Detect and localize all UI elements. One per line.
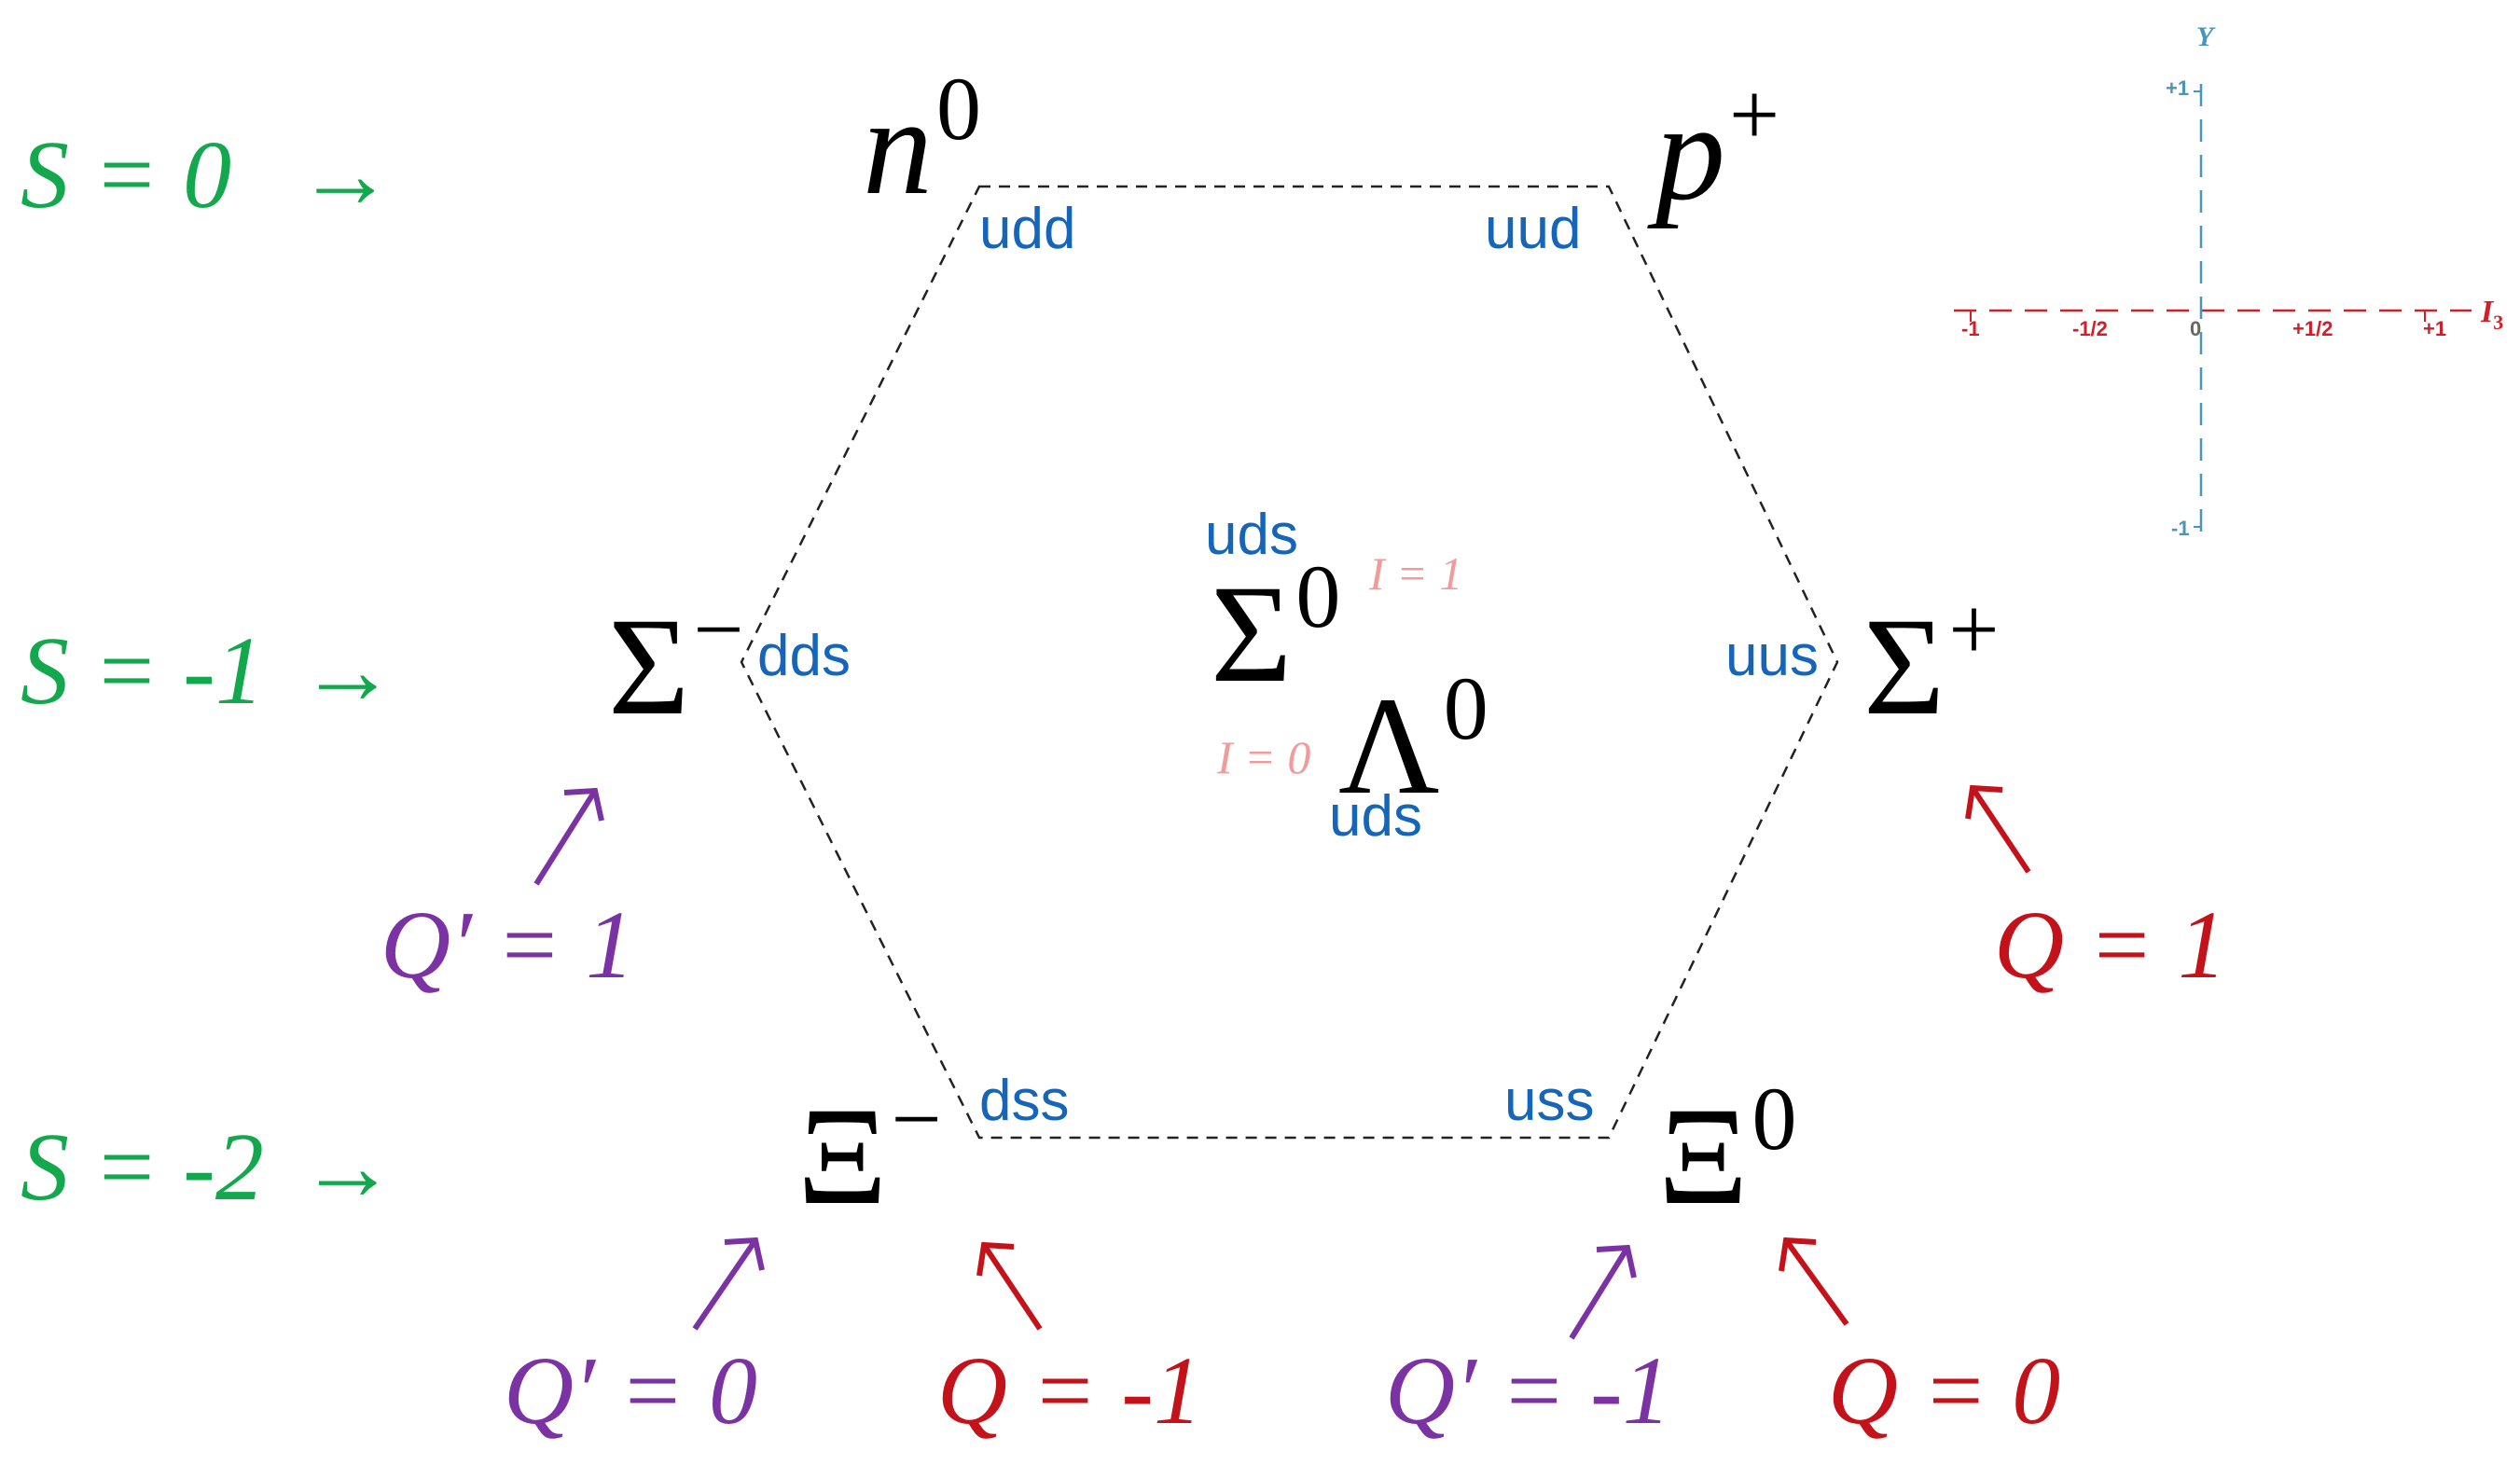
i3-tick-label: 0 (2190, 317, 2202, 340)
isospin-sigma-zero: I = 1 (1369, 547, 1463, 600)
isospin-lambda-zero: I = 0 (1217, 731, 1311, 783)
quark-content-neutron: udd (979, 197, 1076, 261)
quark-content-proton: uud (1485, 197, 1582, 261)
qprime-arrow-xi-zero (1569, 1244, 1637, 1340)
strangeness-label: S = -1 (21, 617, 264, 725)
particle-sigma-zero: Σ0 (1211, 546, 1341, 712)
q-arrow-xi-zero (1779, 1237, 1849, 1326)
quark-content-sigma-zero: uds (1205, 503, 1298, 567)
strangeness-row-0: S = 0→ (21, 127, 394, 224)
quark-content-lambda-zero: uds (1329, 784, 1422, 849)
strangeness-label: S = -2 (21, 1113, 264, 1221)
i3-tick-label: +1/2 (2292, 317, 2333, 340)
qprime-label-sigma-minus: Q′ = 1 (381, 891, 635, 999)
right-arrow-icon: → (298, 1113, 396, 1221)
q-label-xi-minus: Q = -1 (937, 1337, 1202, 1444)
y-tick-label: +1 (2166, 76, 2190, 100)
i3-tick-label: -1/2 (2072, 317, 2108, 340)
qprime-arrow-xi-minus (692, 1237, 765, 1331)
q-label-sigma-plus: Q = 1 (1994, 891, 2227, 999)
right-arrow-icon: → (298, 617, 396, 725)
right-arrow-icon: → (297, 121, 395, 228)
qprime-label-xi-minus: Q′ = 0 (504, 1337, 758, 1444)
strangeness-row-1: S = -1→ (21, 623, 396, 720)
quark-content-sigma-plus: uus (1725, 624, 1819, 688)
particle-xi-minus: Ξ− (797, 1069, 942, 1234)
y-tick-label: -1 (2171, 517, 2190, 540)
q-label-xi-zero: Q = 0 (1828, 1337, 2061, 1444)
strangeness-row-2: S = -2→ (21, 1119, 396, 1216)
i3-tick-label: +1 (2423, 317, 2447, 340)
quark-content-sigma-minus: dds (757, 624, 851, 688)
quark-content-xi-minus: dss (979, 1069, 1070, 1133)
hexagon-outline (740, 185, 1839, 1140)
particle-sigma-plus: Σ+ (1863, 579, 2000, 744)
i3-tick-label: -1 (1961, 317, 1980, 340)
strangeness-label: S = 0 (21, 121, 232, 228)
particle-sigma-minus: Σ− (608, 579, 744, 744)
particle-xi-zero: Ξ0 (1658, 1069, 1797, 1234)
particle-lambda-zero: Λ0 (1338, 658, 1488, 823)
q-arrow-sigma-plus (1965, 784, 2031, 874)
i3-axis-label: I3 (2481, 295, 2504, 334)
qprime-arrow-sigma-minus (533, 787, 604, 886)
quark-content-xi-zero: uss (1504, 1069, 1595, 1133)
particle-proton: p+ (1655, 64, 1780, 229)
particle-neutron: n0 (863, 59, 981, 224)
q-arrow-xi-minus (976, 1241, 1043, 1331)
y-axis-label: Y (2196, 21, 2214, 52)
qprime-label-xi-zero: Q′ = -1 (1385, 1337, 1671, 1444)
